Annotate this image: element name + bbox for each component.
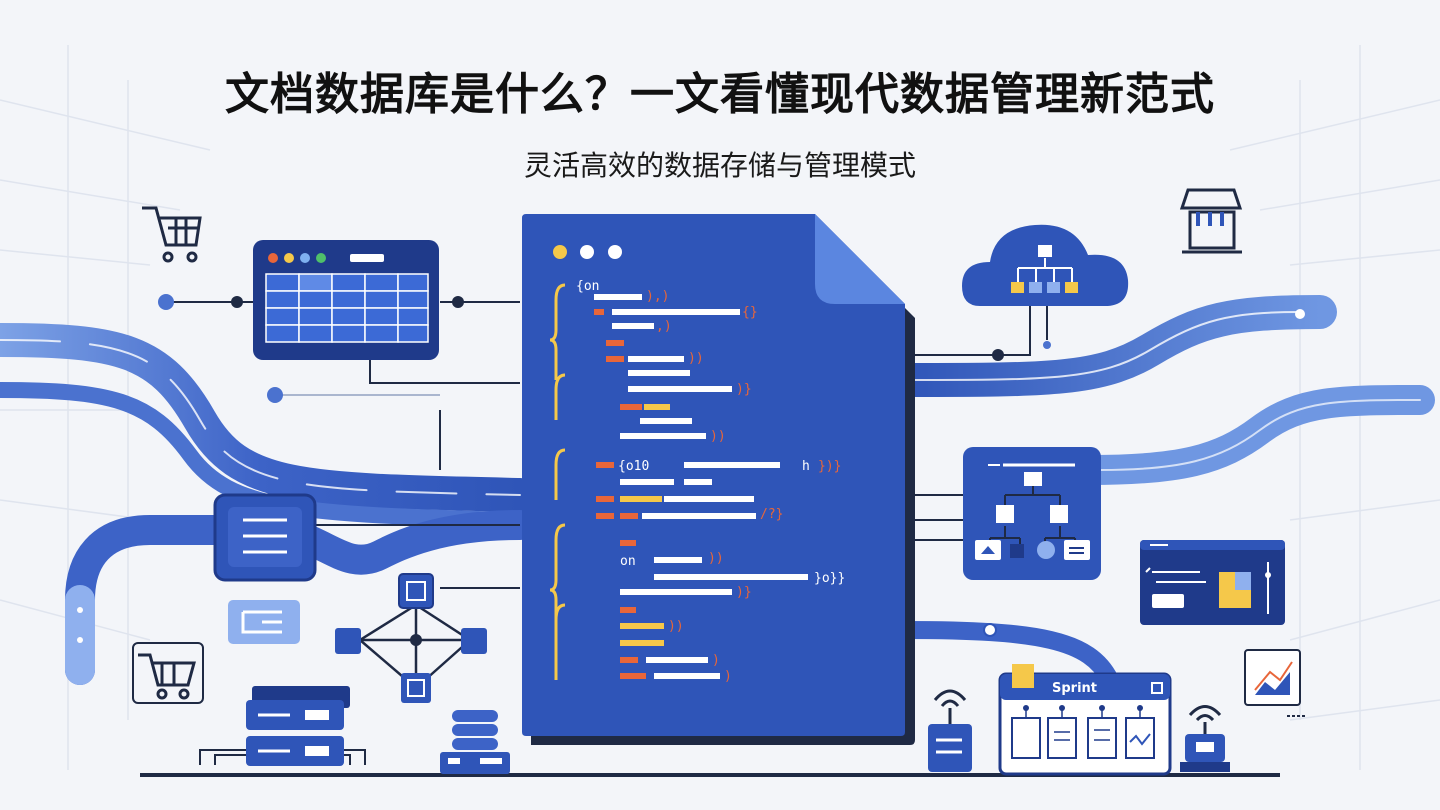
- svg-text:)): )): [708, 551, 724, 566]
- svg-text:,): ,): [656, 319, 672, 334]
- code-token-2: {o10: [618, 459, 649, 474]
- flowchart-icon: [963, 447, 1101, 580]
- svg-text:/?}: /?}: [760, 507, 783, 522]
- shopping-cart-frame-icon: [132, 642, 204, 704]
- table-window-icon: [253, 240, 439, 360]
- connector-dots: [158, 294, 1051, 403]
- cloud-hierarchy-icon: [962, 224, 1129, 340]
- right-data-flow: [888, 295, 1435, 689]
- page-title: 文档数据库是什么？一文看懂现代数据管理新范式: [225, 69, 1215, 120]
- database-icon: [440, 710, 510, 774]
- svg-text:): ): [712, 653, 720, 668]
- background-grid: [0, 45, 1440, 770]
- list-card-icon: [213, 493, 317, 582]
- svg-text:)): )): [688, 351, 704, 366]
- server-stack-icon: [199, 686, 366, 766]
- code-token-4: h: [802, 459, 810, 474]
- svg-text:),): ),): [646, 289, 669, 304]
- dashboard-window-icon: [1140, 540, 1285, 625]
- svg-text:{}: {}: [742, 305, 758, 320]
- left-data-flow: [0, 323, 537, 685]
- code-token-1: {on: [576, 279, 599, 294]
- code-token-3: on: [620, 554, 636, 569]
- svg-text:)): )): [668, 619, 684, 634]
- small-card-icon: [228, 600, 300, 644]
- svg-text:): ): [724, 669, 732, 684]
- code-token-5: })}: [818, 459, 841, 474]
- chart-icon: [1244, 649, 1305, 717]
- board-label: Sprint: [1052, 681, 1097, 696]
- svg-text:)): )): [710, 429, 726, 444]
- storefront-icon: [1179, 188, 1243, 254]
- page-subtitle: 灵活高效的数据存储与管理模式: [523, 149, 916, 182]
- svg-text:)}: )}: [736, 585, 752, 600]
- wifi-device-icon: [1180, 705, 1230, 772]
- code-token-6: }o}}: [814, 571, 845, 586]
- shopping-cart-icon: [142, 206, 202, 263]
- code-block: {on {o10 on h })} }o}} ),) ,) {} )) )} )…: [549, 279, 845, 684]
- router-icon: [928, 689, 972, 772]
- kanban-board-icon: Sprint: [998, 664, 1172, 776]
- svg-text:)}: )}: [736, 382, 752, 397]
- network-node-icon: [335, 573, 487, 703]
